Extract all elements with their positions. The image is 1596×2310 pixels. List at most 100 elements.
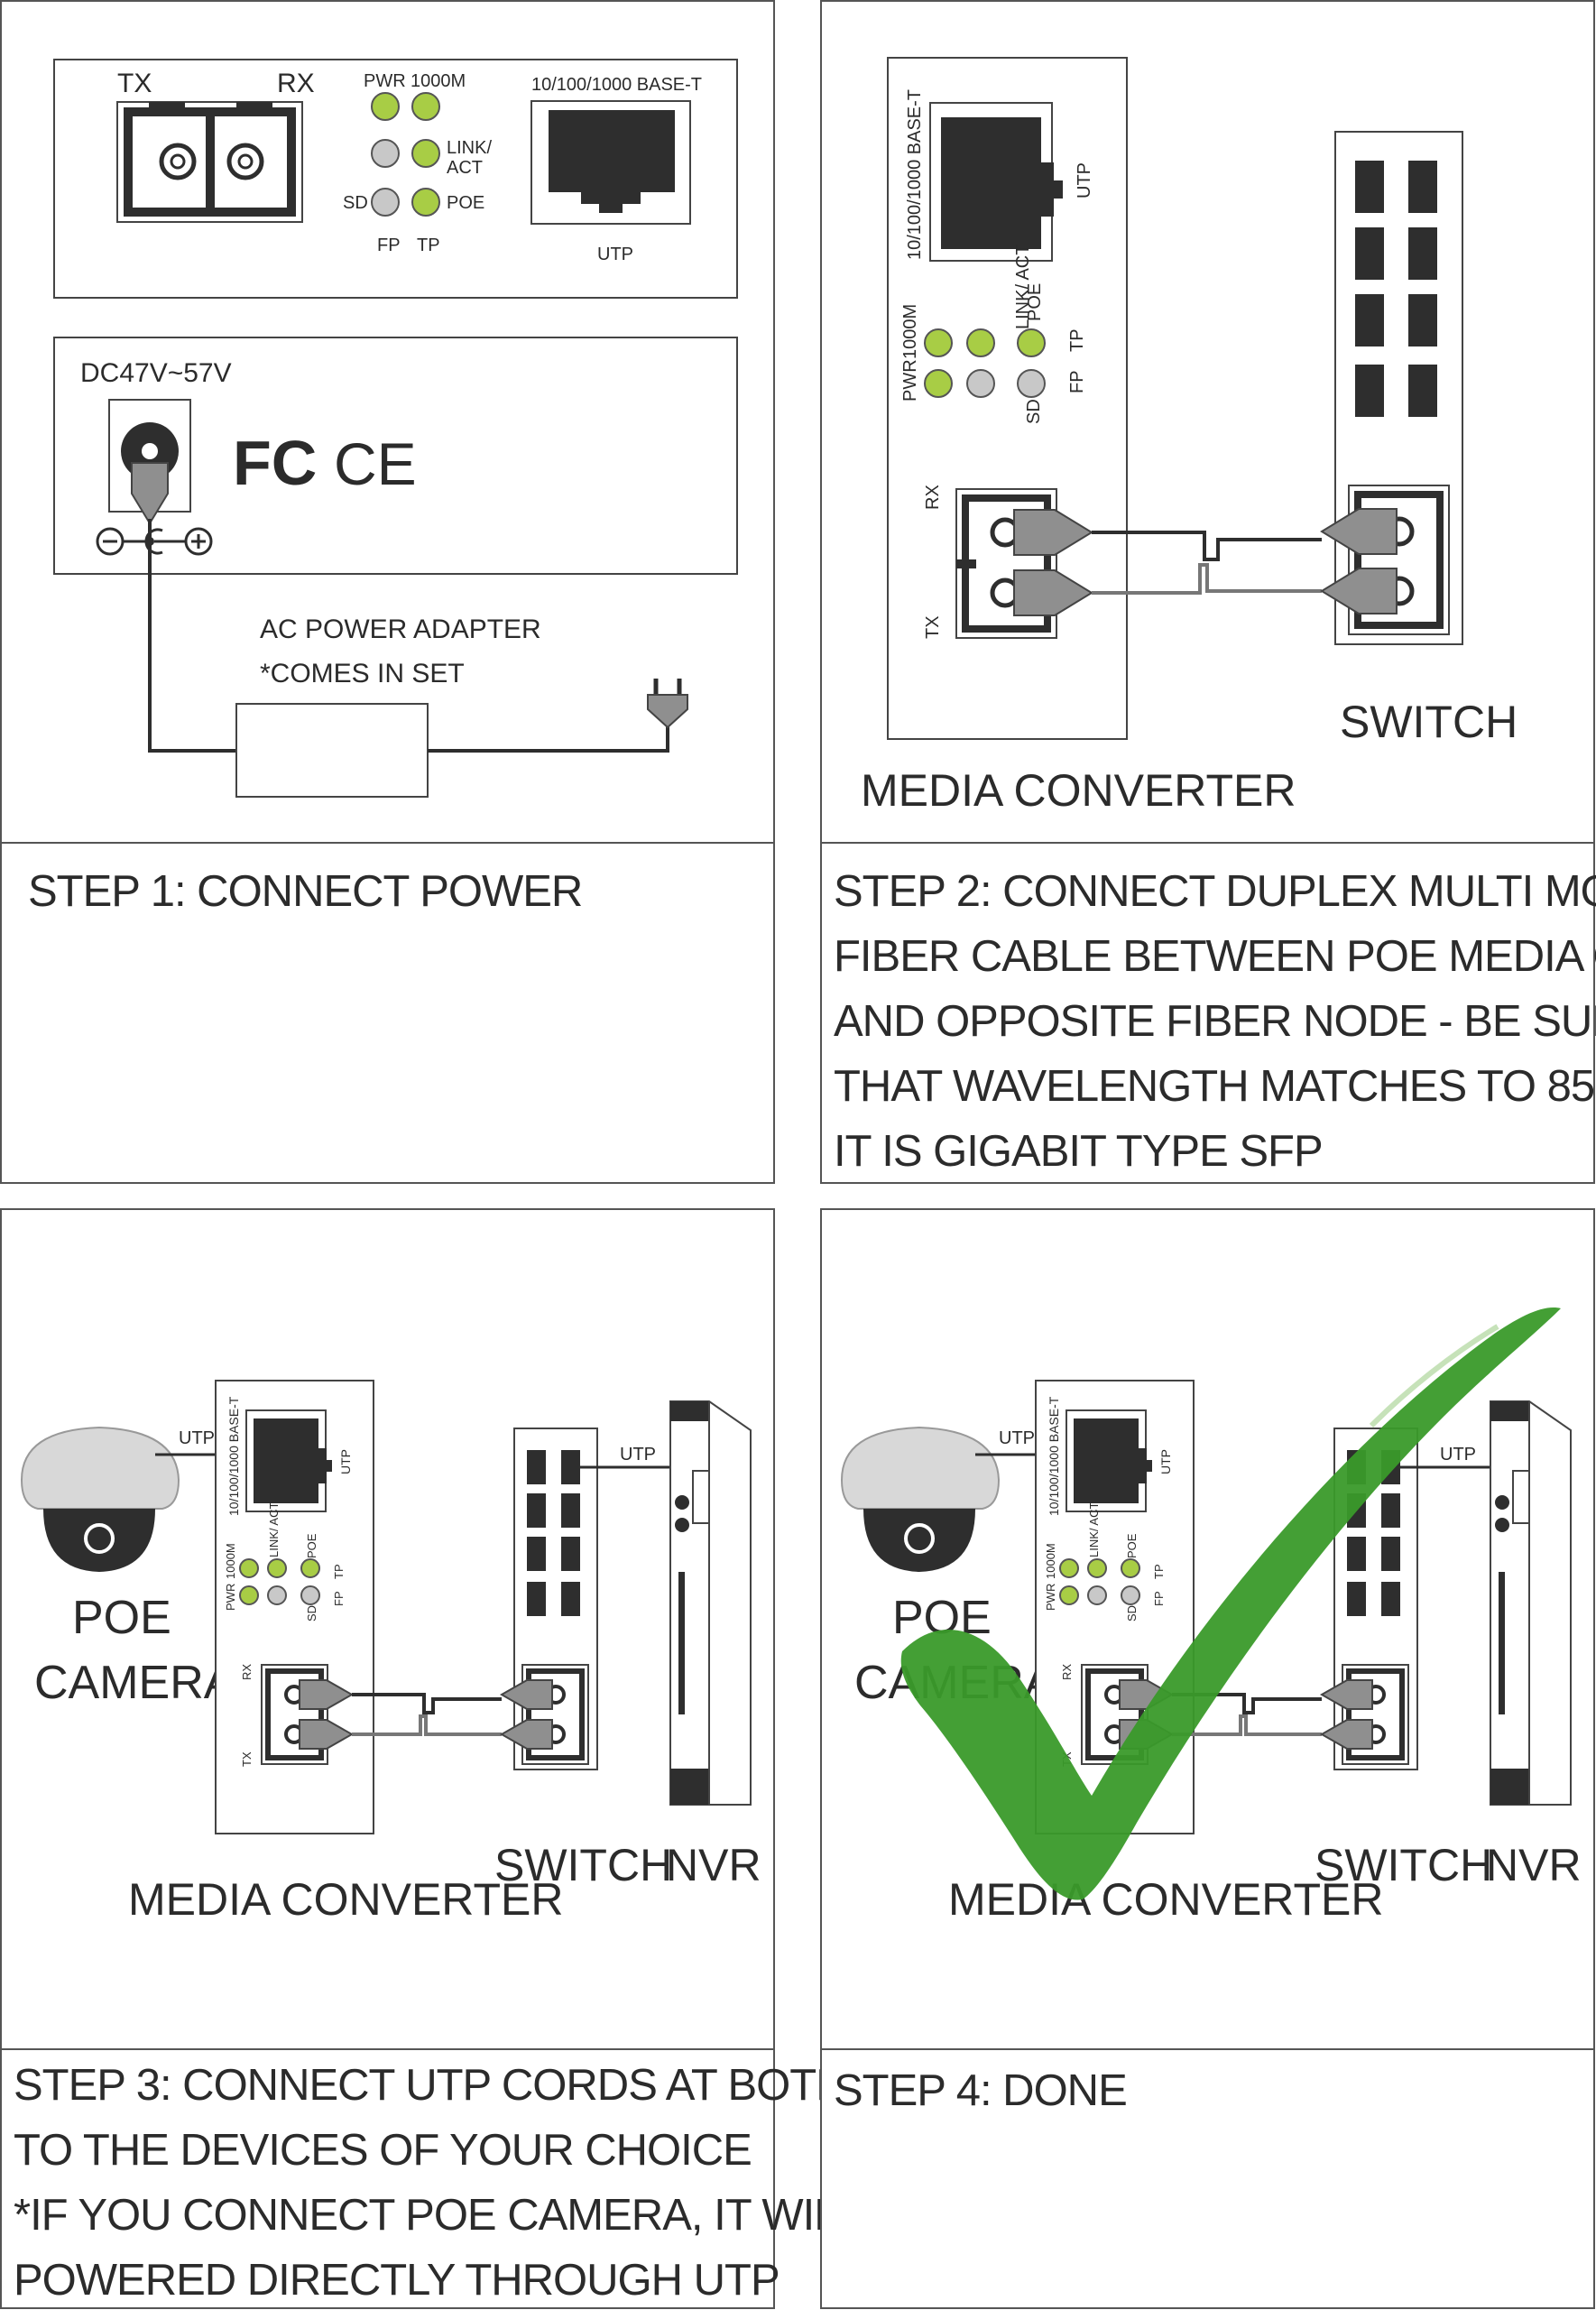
fp-label: FP — [1067, 370, 1087, 393]
step-2-caption-line-1: STEP 2: CONNECT DUPLEX MULTI MODE TYPE — [834, 867, 1596, 916]
pwr-label: PWR — [364, 71, 406, 91]
nvr-label: NVR — [1486, 1840, 1582, 1890]
pwr-led — [239, 1585, 259, 1605]
tp-label: TP — [417, 236, 440, 255]
switch-label: SWITCH — [1340, 697, 1518, 747]
link-act-label: LINK/ ACT — [1087, 1502, 1101, 1557]
pwr-led — [1059, 1585, 1079, 1605]
nvr-label: NVR — [666, 1840, 761, 1890]
utp-label: UTP — [179, 1428, 215, 1448]
sd-label: SD — [1125, 1605, 1139, 1622]
poe-led — [1121, 1558, 1140, 1578]
status-leds: PWR 1000M LINK/ ACT SD POE FP TP — [343, 71, 492, 255]
utp-label: UTP — [1158, 1449, 1173, 1474]
rj45-port — [245, 1409, 332, 1512]
poe-label: POE — [447, 193, 484, 213]
polarity-symbol — [96, 527, 213, 556]
fiber-plug — [1320, 568, 1398, 614]
panel-step-4: UTP POE CAMERA 10/100/1000 BASE-T UTP PW… — [820, 1208, 1595, 2309]
switch-label: SWITCH — [1315, 1840, 1492, 1890]
dc-plug — [131, 462, 169, 525]
utp-label: UTP — [1075, 162, 1094, 199]
poe-led — [300, 1558, 320, 1578]
link-act-led — [966, 328, 995, 357]
fp-label: FP — [332, 1591, 346, 1606]
rj45-port — [530, 100, 691, 225]
fiber-plug — [499, 1719, 553, 1750]
sd-led — [1121, 1585, 1140, 1605]
sd-led — [1017, 369, 1046, 398]
dc-input-label: DC47V~57V — [80, 358, 232, 388]
poe-label: POE — [305, 1533, 318, 1558]
fiber-cable — [1172, 1693, 1322, 1714]
poe-camera — [840, 1426, 1001, 1572]
step-3-caption-line-2: TO THE DEVICES OF YOUR CHOICE — [14, 2126, 752, 2175]
sd-label: SD — [343, 193, 368, 213]
tp-label: TP — [1067, 328, 1087, 352]
tp-label: TP — [332, 1564, 346, 1579]
fiber-cable — [352, 1714, 502, 1736]
1000m-led — [924, 328, 953, 357]
link-act-led — [1087, 1558, 1107, 1578]
1000m-led — [411, 92, 440, 121]
step-2-caption-line-2: FIBER CABLE BETWEEN POE MEDIA CONVERTER — [834, 932, 1596, 981]
link-label: LINK/ — [447, 138, 492, 158]
fp-link-led — [267, 1585, 287, 1605]
tp-label: TP — [1152, 1564, 1166, 1579]
base-t-label: 10/100/1000 BASE-T — [1047, 1396, 1061, 1516]
poe-led — [1017, 328, 1046, 357]
rx-label: RX — [923, 485, 943, 510]
rx-label: RX — [240, 1664, 254, 1680]
fiber-plug — [1319, 1679, 1373, 1710]
poe-label: POE — [72, 1592, 171, 1644]
fiber-cable — [1092, 531, 1322, 561]
utp-label: UTP — [338, 1449, 353, 1474]
sd-led — [300, 1585, 320, 1605]
power-cable — [148, 519, 236, 753]
step-3-caption-line-4: POWERED DIRECTLY THROUGH UTP — [14, 2256, 780, 2305]
fiber-cable — [1172, 1714, 1322, 1736]
sd-label: SD — [305, 1605, 318, 1622]
1000m-label: 1000M — [1044, 1543, 1057, 1579]
switch-ports — [1355, 161, 1437, 417]
fp-label: FP — [1152, 1591, 1166, 1606]
pwr-led — [924, 369, 953, 398]
1000m-label: 1000M — [411, 71, 466, 91]
converter-label: MEDIA CONVERTER — [128, 1874, 564, 1925]
checkmark-icon — [900, 1307, 1561, 1900]
base-t-label: 10/100/1000 BASE-T — [531, 75, 702, 95]
pwr-label: PWR — [224, 1584, 237, 1611]
adapter-label-2: *COMES IN SET — [260, 659, 465, 688]
poe-label: POE — [1025, 283, 1045, 321]
nvr-device — [669, 1400, 752, 1806]
utp-label: UTP — [1440, 1445, 1476, 1465]
act-label: ACT — [447, 158, 483, 178]
rj45-port — [929, 102, 1063, 262]
switch-label: SWITCH — [494, 1840, 672, 1890]
fiber-plug — [1319, 1719, 1373, 1750]
rj45-port — [1066, 1409, 1152, 1512]
panel-4-diagram: UTP POE CAMERA 10/100/1000 BASE-T UTP PW… — [840, 1380, 1582, 1925]
fiber-plug — [499, 1679, 553, 1710]
fp-link-led — [371, 139, 400, 168]
fiber-plug — [299, 1719, 355, 1750]
step-2-caption-line-4: THAT WAVELENGTH MATCHES TO 850 NM AND — [834, 1062, 1596, 1111]
pwr-led — [371, 92, 400, 121]
sd-led — [371, 188, 400, 217]
link-act-led — [411, 139, 440, 168]
poe-label: POE — [1125, 1533, 1139, 1558]
base-t-label: 10/100/1000 BASE-T — [226, 1396, 241, 1516]
fiber-plug — [1013, 509, 1093, 556]
panel-step-3-frame — [0, 1208, 775, 2309]
camera-label: CAMERA — [34, 1657, 235, 1709]
1000m-led — [239, 1558, 259, 1578]
fiber-cable — [1092, 563, 1322, 595]
ac-power-adapter — [235, 703, 429, 798]
fcc-logo: FC — [233, 428, 317, 498]
ce-logo: CE — [334, 430, 417, 497]
base-t-label: 10/100/1000 BASE-T — [905, 89, 925, 260]
tx-label: TX — [240, 1751, 254, 1767]
utp-label: UTP — [999, 1428, 1035, 1448]
1000m-label: 1000M — [224, 1543, 237, 1579]
